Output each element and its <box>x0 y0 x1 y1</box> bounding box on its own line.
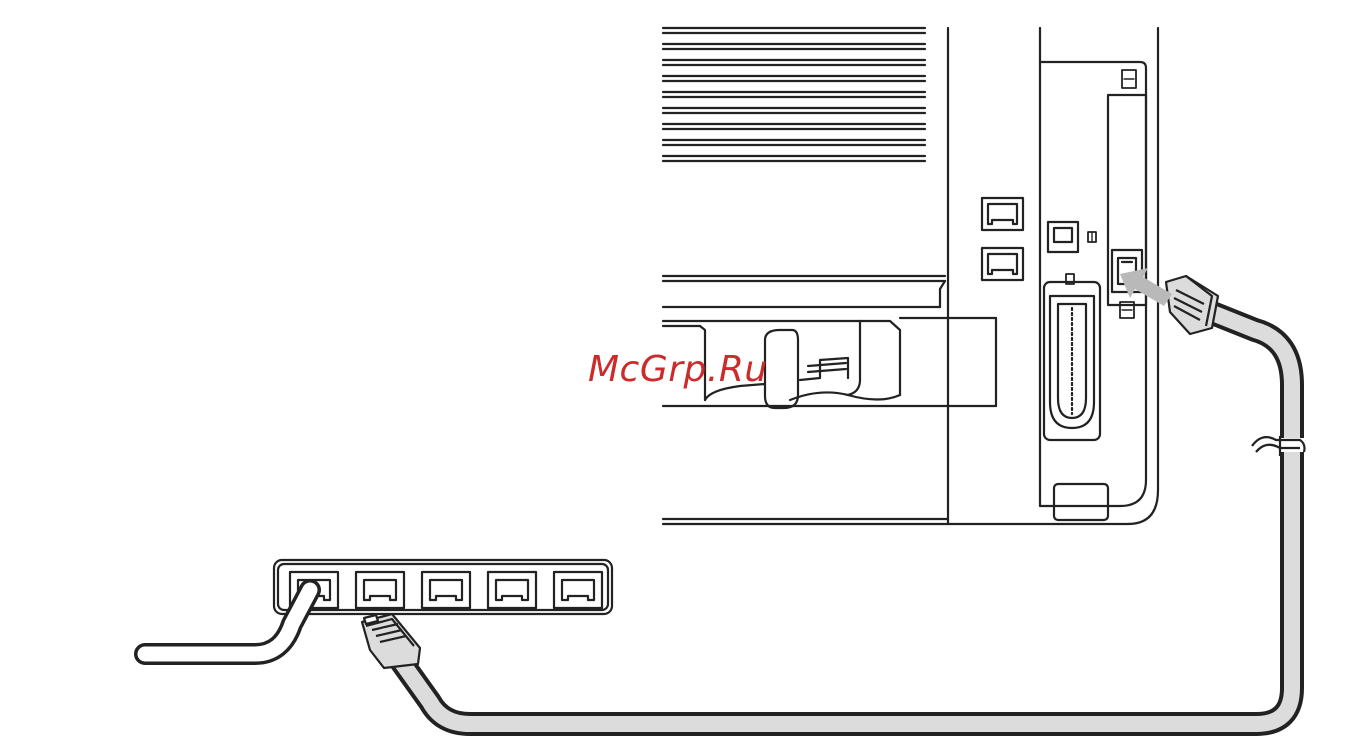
hub-rj45-plug <box>362 614 420 668</box>
ventilation-slats <box>663 28 925 161</box>
phone-jacks <box>982 198 1023 280</box>
parallel-port <box>1044 274 1100 440</box>
printer-rj45-plug <box>1166 276 1218 334</box>
network-hub <box>274 560 612 614</box>
power-inlet <box>1054 484 1108 520</box>
printer-rear-panel <box>663 28 1158 524</box>
watermark-text: McGrp.Ru <box>588 352 768 388</box>
usb-port <box>1048 222 1096 252</box>
